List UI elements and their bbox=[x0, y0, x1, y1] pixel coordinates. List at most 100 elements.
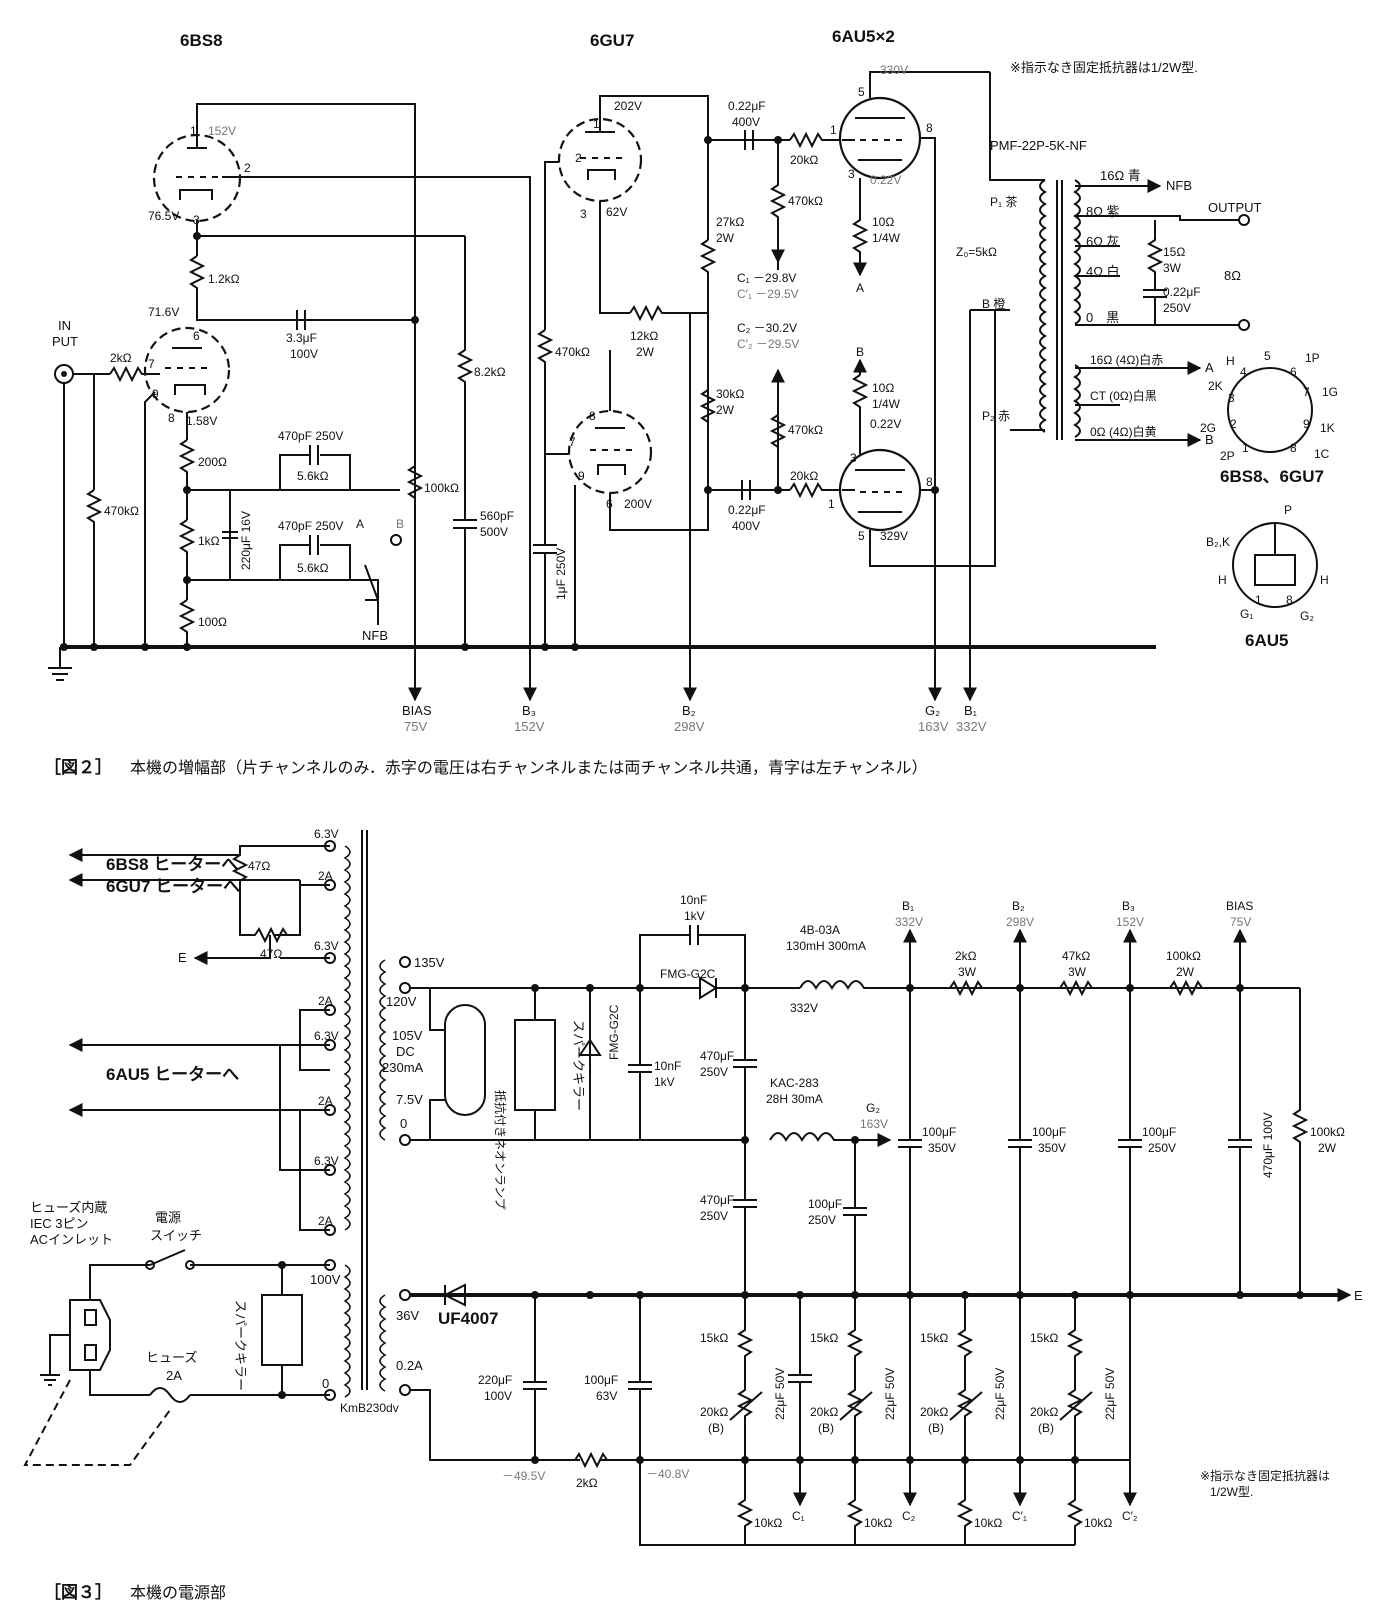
svg-text:10kΩ: 10kΩ bbox=[1084, 1516, 1112, 1530]
svg-text:1: 1 bbox=[1242, 441, 1249, 455]
svg-text:100μF: 100μF bbox=[1032, 1125, 1066, 1139]
svg-text:20kΩ: 20kΩ bbox=[700, 1405, 728, 1419]
tube-6au5-upper bbox=[838, 96, 922, 180]
svg-text:5.6kΩ: 5.6kΩ bbox=[297, 469, 329, 483]
svg-text:0.22V: 0.22V bbox=[870, 417, 901, 431]
svg-text:22μF 50V: 22μF 50V bbox=[883, 1368, 897, 1420]
svg-text:2P: 2P bbox=[1220, 449, 1235, 463]
svg-text:B₁: B₁ bbox=[902, 899, 914, 913]
svg-text:47kΩ: 47kΩ bbox=[1062, 949, 1090, 963]
svg-text:PUT: PUT bbox=[52, 334, 78, 349]
svg-text:100μF: 100μF bbox=[808, 1197, 842, 1211]
svg-text:B 橙: B 橙 bbox=[982, 296, 1005, 311]
svg-text:C₁: C₁ bbox=[792, 1509, 805, 1523]
choke-4b03a bbox=[799, 980, 1300, 991]
svg-text:1.2kΩ: 1.2kΩ bbox=[208, 272, 240, 286]
bias-adjust-3: 15kΩ 20kΩ (B) 10kΩ 22μF 50V C′₁ bbox=[920, 1295, 1027, 1545]
tube-6bs8-lower bbox=[143, 326, 231, 414]
svg-text:1/2W型.: 1/2W型. bbox=[1210, 1485, 1253, 1499]
svg-text:329V: 329V bbox=[880, 529, 908, 543]
svg-text:500V: 500V bbox=[480, 525, 508, 539]
cap-022-top bbox=[744, 130, 790, 150]
svg-text:20kΩ: 20kΩ bbox=[810, 1405, 838, 1419]
svg-text:3: 3 bbox=[848, 167, 855, 181]
svg-text:B: B bbox=[396, 517, 404, 531]
resistor-47-b bbox=[240, 926, 300, 944]
svg-text:(B): (B) bbox=[708, 1421, 724, 1435]
svg-text:ACインレット: ACインレット bbox=[30, 1232, 113, 1247]
svg-text:C₁ －29.8V: C₁ －29.8V bbox=[737, 271, 796, 285]
svg-text:1: 1 bbox=[830, 123, 837, 137]
svg-text:2: 2 bbox=[575, 151, 582, 165]
svg-text:332V: 332V bbox=[956, 719, 987, 734]
resistor-20k-top bbox=[789, 131, 842, 149]
tube-label-6gu7: 6GU7 bbox=[590, 31, 634, 50]
junctions bbox=[60, 136, 1304, 1464]
svg-text:6: 6 bbox=[606, 497, 613, 511]
svg-text:スパークキラー: スパークキラー bbox=[571, 1020, 586, 1111]
svg-text:C′₁: C′₁ bbox=[1012, 1509, 1027, 1523]
svg-text:H: H bbox=[1320, 573, 1329, 587]
svg-text:6BS8、6GU7: 6BS8、6GU7 bbox=[1220, 467, 1324, 486]
svg-text:KmB230dv: KmB230dv bbox=[340, 1401, 399, 1415]
svg-text:12kΩ: 12kΩ bbox=[630, 329, 658, 343]
svg-text:1kV: 1kV bbox=[684, 909, 705, 923]
svg-text:B₃: B₃ bbox=[522, 703, 536, 718]
svg-text:0 黒: 0 黒 bbox=[1086, 310, 1119, 325]
svg-text:4B-03A: 4B-03A bbox=[800, 923, 840, 937]
svg-text:B: B bbox=[856, 345, 864, 359]
svg-text:6AU5 ヒーターへ: 6AU5 ヒーターへ bbox=[106, 1065, 239, 1084]
svg-text:100μF: 100μF bbox=[584, 1373, 618, 1387]
resistor-200 bbox=[178, 439, 196, 490]
svg-text:A: A bbox=[356, 517, 364, 531]
svg-text:8.2kΩ: 8.2kΩ bbox=[474, 365, 506, 379]
svg-text:1G: 1G bbox=[1322, 385, 1338, 399]
svg-text:※指示なき固定抵抗器は: ※指示なき固定抵抗器は bbox=[1200, 1468, 1330, 1483]
svg-text:IN: IN bbox=[58, 318, 71, 333]
output-terminal-top[interactable] bbox=[1238, 214, 1250, 226]
svg-text:100kΩ: 100kΩ bbox=[1310, 1125, 1345, 1139]
svg-text:2kΩ: 2kΩ bbox=[955, 949, 977, 963]
cap-220u bbox=[222, 531, 238, 539]
bias-adjust-1: 15kΩ 20kΩ (B) 10kΩ 22μF 50V C₁ bbox=[700, 1295, 812, 1545]
resistor-470k-bias bbox=[406, 465, 424, 499]
svg-text:1: 1 bbox=[593, 117, 600, 131]
svg-text:75V: 75V bbox=[404, 719, 427, 734]
resistor-470k-bot bbox=[769, 414, 787, 448]
svg-text:100kΩ: 100kΩ bbox=[1166, 949, 1201, 963]
svg-text:H: H bbox=[1226, 354, 1235, 368]
svg-text:6GU7 ヒーターへ: 6GU7 ヒーターへ bbox=[106, 877, 240, 896]
svg-text:470kΩ: 470kΩ bbox=[555, 345, 590, 359]
svg-text:10kΩ: 10kΩ bbox=[864, 1516, 892, 1530]
output-terminal-bot[interactable] bbox=[1238, 319, 1250, 331]
svg-text:1: 1 bbox=[190, 124, 197, 138]
svg-text:P: P bbox=[1284, 503, 1292, 517]
svg-text:2kΩ: 2kΩ bbox=[576, 1476, 598, 1490]
svg-text:3: 3 bbox=[1228, 391, 1235, 405]
svg-text:152V: 152V bbox=[514, 719, 545, 734]
svg-text:152V: 152V bbox=[208, 124, 236, 138]
svg-text:130mH 300mA: 130mH 300mA bbox=[786, 939, 866, 953]
power-transformer-secondaries bbox=[343, 845, 351, 1231]
svg-text:2W: 2W bbox=[716, 231, 735, 245]
power-switch[interactable] bbox=[149, 1249, 186, 1266]
svg-text:P₁ 茶: P₁ 茶 bbox=[990, 194, 1017, 209]
svg-text:298V: 298V bbox=[674, 719, 705, 734]
svg-text:1K: 1K bbox=[1320, 421, 1335, 435]
svg-text:350V: 350V bbox=[1038, 1141, 1066, 1155]
resistor-2k-in bbox=[109, 365, 160, 383]
svg-text:76.5V: 76.5V bbox=[148, 209, 179, 223]
svg-text:抵抗付きネオンランプ: 抵抗付きネオンランプ bbox=[493, 1090, 508, 1210]
svg-text:470μF: 470μF bbox=[700, 1049, 734, 1063]
svg-text:30kΩ: 30kΩ bbox=[716, 387, 744, 401]
svg-text:ヒューズ内蔵: ヒューズ内蔵 bbox=[30, 1200, 107, 1215]
svg-text:－49.5V: －49.5V bbox=[502, 1469, 545, 1483]
svg-text:163V: 163V bbox=[918, 719, 949, 734]
svg-text:KAC-283: KAC-283 bbox=[770, 1076, 819, 1090]
svg-text:Z₀=5kΩ: Z₀=5kΩ bbox=[956, 245, 997, 259]
svg-text:250V: 250V bbox=[700, 1065, 728, 1079]
svg-text:3W: 3W bbox=[1163, 261, 1182, 275]
svg-text:15kΩ: 15kΩ bbox=[920, 1331, 948, 1345]
svg-text:CT (0Ω)白黒: CT (0Ω)白黒 bbox=[1090, 388, 1157, 403]
